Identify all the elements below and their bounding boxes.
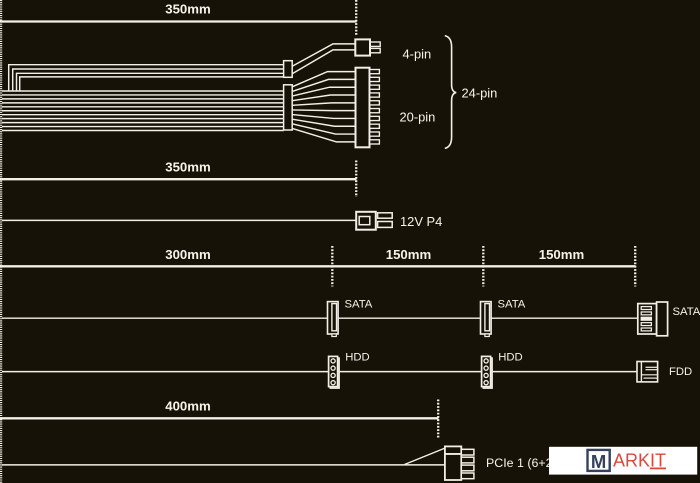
svg-text:24-pin: 24-pin bbox=[462, 85, 498, 100]
svg-text:SATA: SATA bbox=[673, 306, 700, 318]
svg-text:HDD: HDD bbox=[498, 351, 522, 363]
svg-text:400mm: 400mm bbox=[165, 399, 210, 414]
svg-text:12V P4: 12V P4 bbox=[400, 214, 442, 229]
svg-text:150mm: 150mm bbox=[539, 247, 584, 262]
svg-text:20-pin: 20-pin bbox=[400, 110, 436, 125]
svg-text:ARKIT: ARKIT bbox=[613, 451, 666, 471]
svg-text:300mm: 300mm bbox=[165, 247, 210, 262]
svg-text:SATA: SATA bbox=[498, 298, 526, 310]
svg-text:150mm: 150mm bbox=[386, 247, 431, 262]
svg-text:PCIe 1 (6+2: PCIe 1 (6+2 bbox=[486, 456, 553, 470]
svg-text:4-pin: 4-pin bbox=[403, 46, 432, 61]
svg-text:SATA: SATA bbox=[345, 298, 373, 310]
svg-text:FDD: FDD bbox=[669, 366, 692, 378]
svg-text:350mm: 350mm bbox=[165, 2, 210, 17]
svg-text:350mm: 350mm bbox=[165, 160, 210, 175]
svg-text:M: M bbox=[591, 451, 606, 472]
svg-text:HDD: HDD bbox=[345, 351, 369, 363]
